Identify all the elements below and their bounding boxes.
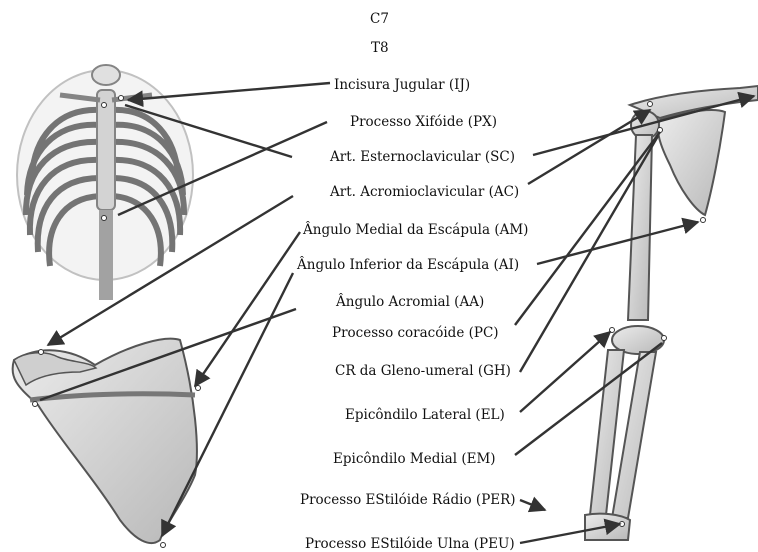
label-estiloide-radio: Processo EStilóide Rádio (PER) <box>300 492 516 508</box>
point-angulo-inferior <box>161 543 166 548</box>
label-acromioclavicular: Art. Acromioclavicular (AC) <box>330 184 519 200</box>
label-angulo-acromial: Ângulo Acromial (AA) <box>336 294 484 310</box>
label-angulo-medial: Ângulo Medial da Escápula (AM) <box>303 222 528 238</box>
label-incisura-jugular: Incisura Jugular (IJ) <box>334 77 470 93</box>
label-processo-coracoide: Processo coracóide (PC) <box>332 325 499 341</box>
label-estiloide-ulna: Processo EStilóide Ulna (PEU) <box>305 536 515 552</box>
thorax-illustration <box>17 65 193 300</box>
scapula-illustration <box>13 339 197 543</box>
label-esternoclavicular: Art. Esternoclavicular (SC) <box>330 149 515 165</box>
point-epicondilo-lateral <box>610 328 615 333</box>
arrow-ac-to-arm <box>528 110 650 184</box>
arrow-ai-to-arm <box>537 222 698 264</box>
label-processo-xifoide: Processo Xifóide (PX) <box>350 114 497 130</box>
point-epicondilo-medial <box>662 336 667 341</box>
upper-limb-illustration <box>585 86 758 540</box>
point-processo-xifoide <box>102 216 107 221</box>
point-estiloide-ulna <box>620 522 625 527</box>
point-esternoclavicular <box>119 96 124 101</box>
label-gleno-umeral: CR da Gleno-umeral (GH) <box>335 363 511 379</box>
header-t8: T8 <box>371 40 389 56</box>
label-epicondilo-medial: Epicôndilo Medial (EM) <box>333 451 496 467</box>
point-incisura-jugular <box>102 103 107 108</box>
point-arm-ai <box>701 218 706 223</box>
label-epicondilo-lateral: Epicôndilo Lateral (EL) <box>345 407 505 423</box>
arrow-epicondilo-lateral <box>520 332 610 412</box>
header-c7: C7 <box>370 11 389 27</box>
arrow-estiloide-radio <box>520 500 545 510</box>
point-acromioclavicular <box>39 350 44 355</box>
point-coracoide <box>658 128 663 133</box>
point-angulo-acromial <box>33 402 38 407</box>
point-arm-ac <box>648 102 653 107</box>
label-angulo-inferior: Ângulo Inferior da Escápula (AI) <box>297 257 519 273</box>
